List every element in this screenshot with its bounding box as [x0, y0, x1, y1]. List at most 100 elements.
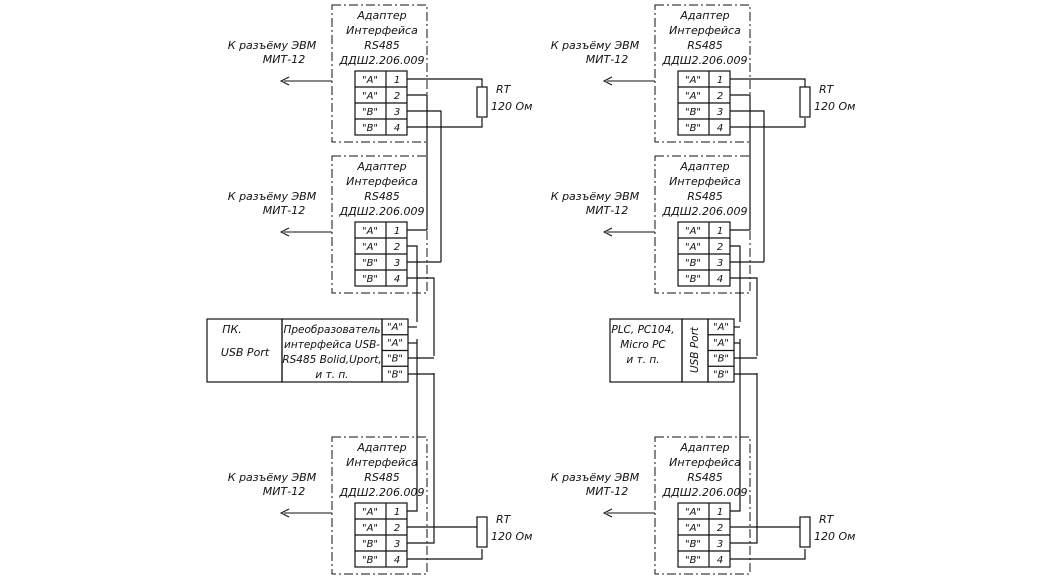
pin-number: 4 — [717, 555, 723, 566]
resistor-body — [799, 516, 811, 548]
adapter-title-line: RS485 — [364, 39, 400, 52]
resistor-left-bot: RT 120 Ом — [476, 513, 532, 548]
pin-number: 3 — [717, 107, 723, 118]
pin-label: "A" — [685, 91, 701, 102]
plc-label: Micro PC — [620, 339, 666, 351]
wire-rt2-top — [407, 517, 483, 528]
pin-label: "A" — [685, 507, 701, 518]
adapter-right-mid: АдаптерИнтерфейсаRS485ДДШ2.206.009"A"1"A… — [551, 155, 751, 294]
wire-b-bottom — [407, 373, 435, 544]
adapter-title-line: Интерфейса — [669, 456, 741, 469]
connector-label: К разъёму ЭВМ — [228, 39, 317, 52]
converter-label: Преобразователь — [283, 324, 380, 336]
pin-label: "A" — [362, 75, 378, 86]
adapter-title-line: ДДШ2.206.009 — [339, 486, 425, 499]
wire-b-out — [730, 277, 758, 356]
pin-number: 2 — [717, 523, 723, 534]
plc-label: и т. п. — [626, 354, 659, 366]
pin-label: "A" — [685, 226, 701, 237]
adapter-left-mid: АдаптерИнтерфейсаRS485ДДШ2.206.009"A"1"A… — [228, 155, 428, 294]
right-host: PLC, PC104,Micro PCи т. п.USB Port"A""A"… — [609, 318, 757, 383]
resistor-value: 120 Ом — [491, 530, 532, 543]
resistor-body — [799, 86, 811, 118]
pin-label: "B" — [685, 539, 701, 550]
terminal-label: "A" — [713, 338, 729, 349]
arrow-head-icon — [602, 227, 613, 237]
wire-rt-bottom — [730, 118, 806, 128]
pin-number: 3 — [394, 107, 400, 118]
adapter-title-line: Адаптер — [679, 9, 729, 22]
adapter-outline — [331, 155, 428, 294]
wire-b-out — [407, 277, 435, 356]
terminal-label: "A" — [387, 338, 403, 349]
adapter-title-line: Интерфейса — [346, 456, 418, 469]
connector-label: К разъёму ЭВМ — [551, 471, 640, 484]
connector-label: К разъёму ЭВМ — [551, 190, 640, 203]
pin-label: "B" — [362, 274, 378, 285]
pin-number: 3 — [717, 258, 723, 269]
adapter-title-line: ДДШ2.206.009 — [662, 486, 748, 499]
wire-rt-top — [730, 78, 806, 87]
adapter-title-line: Адаптер — [356, 441, 406, 454]
resistor-value: 120 Ом — [814, 530, 855, 543]
arrow-head-icon — [279, 508, 290, 518]
pin-label: "B" — [362, 258, 378, 269]
pin-number: 3 — [394, 539, 400, 550]
adapter-title-line: ДДШ2.206.009 — [339, 205, 425, 218]
connector-label: МИТ-12 — [586, 53, 628, 66]
terminal-label: "B" — [713, 354, 729, 365]
connector-label: МИТ-12 — [263, 204, 305, 217]
terminal-label: "B" — [713, 369, 729, 380]
arrow-head-icon — [602, 508, 613, 518]
adapter-title-line: Адаптер — [356, 9, 406, 22]
pin-label: "B" — [685, 258, 701, 269]
wire-b-bottom — [730, 373, 758, 544]
resistor-right-bot: RT 120 Ом — [799, 513, 855, 548]
pin-label: "B" — [362, 539, 378, 550]
terminal-label: "A" — [387, 322, 403, 333]
adapter-title-line: RS485 — [687, 471, 723, 484]
connector-label: К разъёму ЭВМ — [228, 190, 317, 203]
pin-label: "B" — [685, 123, 701, 134]
pin-label: "B" — [362, 555, 378, 566]
pin-number: 1 — [717, 75, 723, 86]
connector-label: К разъёму ЭВМ — [551, 39, 640, 52]
wire-a-out — [407, 245, 418, 322]
pin-label: "A" — [685, 75, 701, 86]
pin-number: 2 — [394, 242, 400, 253]
wire-a-bottom — [730, 339, 741, 512]
pin-number: 1 — [394, 226, 400, 237]
adapter-title-line: RS485 — [364, 471, 400, 484]
resistor-body — [476, 86, 488, 118]
adapter-title-line: RS485 — [364, 190, 400, 203]
pin-number: 4 — [717, 123, 723, 134]
converter-label: RS485 Bolid,Uport, — [282, 354, 381, 366]
wire-rt-bottom — [407, 118, 483, 128]
pin-label: "A" — [685, 242, 701, 253]
pc-port-label: USB Port — [221, 346, 270, 359]
pin-number: 1 — [394, 507, 400, 518]
pin-label: "A" — [362, 523, 378, 534]
adapter-left-top: АдаптерИнтерфейсаRS485ДДШ2.206.009"A"1"A… — [228, 4, 428, 143]
adapter-outline — [331, 4, 428, 143]
adapter-title-line: Адаптер — [356, 160, 406, 173]
adapter-outline — [654, 155, 751, 294]
pin-label: "A" — [362, 507, 378, 518]
resistor-value: 120 Ом — [491, 100, 532, 113]
pin-number: 4 — [717, 274, 723, 285]
connector-label: МИТ-12 — [586, 204, 628, 217]
pin-number: 2 — [717, 242, 723, 253]
pin-label: "B" — [685, 274, 701, 285]
pin-number: 4 — [394, 123, 400, 134]
wire-rt2-top — [730, 517, 806, 528]
arrow-head-icon — [279, 227, 290, 237]
resistor-name: RT — [819, 513, 835, 526]
wire-a — [730, 94, 751, 230]
wire-a-bottom — [407, 339, 418, 512]
adapter-title-line: ДДШ2.206.009 — [339, 54, 425, 67]
pin-number: 4 — [394, 274, 400, 285]
resistor-name: RT — [496, 513, 512, 526]
